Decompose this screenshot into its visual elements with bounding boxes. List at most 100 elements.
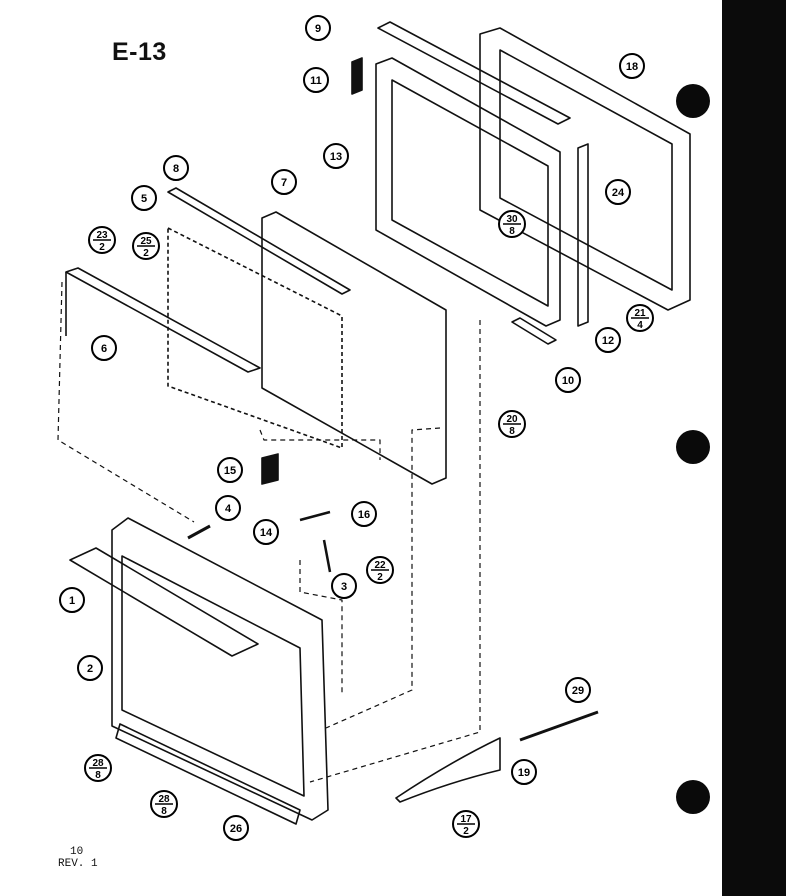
callout-8-label: 8 [173, 163, 179, 175]
callout-24-circle [605, 179, 631, 205]
callout-23-2: 232 [88, 226, 116, 254]
callout-8: 8 [163, 155, 189, 181]
callout-1-label: 1 [69, 595, 75, 607]
callout-28-8-center-bottom: 8 [161, 806, 167, 817]
callout-9-label: 9 [315, 23, 321, 35]
callout-2-circle [77, 655, 103, 681]
part-26-bottom-strip [115, 723, 301, 825]
callout-14-circle [253, 519, 279, 545]
part-5-glass-panel [167, 227, 343, 449]
part-24-side-bracket [577, 143, 589, 327]
callout-12: 12 [595, 327, 621, 353]
callout-6-label: 6 [101, 343, 107, 355]
part-14-pin [299, 510, 331, 522]
callout-26: 26 [223, 815, 249, 841]
part-29-spring [519, 710, 599, 742]
callout-10: 10 [555, 367, 581, 393]
callout-28-8-left: 288 [84, 754, 112, 782]
callout-16-circle [351, 501, 377, 527]
callout-19: 19 [511, 759, 537, 785]
callout-28-8-center: 288 [150, 790, 178, 818]
callout-28-8-left-top: 28 [92, 758, 104, 769]
callout-25-2: 252 [132, 232, 160, 260]
callout-23-2-bottom: 2 [99, 242, 105, 253]
callout-7-label: 7 [281, 177, 287, 189]
part-15-hinge-block [261, 453, 279, 485]
part-7-inner-frame [261, 211, 447, 485]
part-3-rod [322, 539, 332, 573]
callout-6-circle [91, 335, 117, 361]
callout-28-8-center-top: 28 [158, 794, 170, 805]
callout-22-2-bottom: 2 [377, 572, 383, 583]
callout-11: 11 [303, 67, 329, 93]
part-9-top-strip [377, 21, 571, 125]
part-13-glass-frame [375, 57, 561, 327]
callout-13-circle [323, 143, 349, 169]
callout-13-label: 13 [330, 151, 342, 163]
callout-30-8: 308 [498, 210, 526, 238]
page-number: 10 [70, 846, 84, 858]
callout-2: 2 [77, 655, 103, 681]
callout-3-label: 3 [341, 581, 347, 593]
callout-26-circle [223, 815, 249, 841]
callout-5: 5 [131, 185, 157, 211]
callout-9: 9 [305, 15, 331, 41]
callout-21-4: 214 [626, 304, 654, 332]
part-18-outer-frame [479, 27, 691, 311]
part-2-door-panel [111, 517, 329, 821]
page-id: E-13 [112, 38, 167, 66]
callout-20-8: 208 [498, 410, 526, 438]
callout-24: 24 [605, 179, 631, 205]
callout-21-4-bottom: 4 [637, 320, 643, 331]
callout-2-label: 2 [87, 663, 93, 675]
callout-4-label: 4 [225, 503, 232, 515]
callout-15-label: 15 [224, 465, 236, 477]
callout-14-label: 14 [260, 527, 273, 539]
punch-hole-bottom [676, 780, 710, 814]
callout-4: 4 [215, 495, 241, 521]
callout-14: 14 [253, 519, 279, 545]
callout-5-circle [131, 185, 157, 211]
callout-18: 18 [619, 53, 645, 79]
punch-hole-middle [676, 430, 710, 464]
callout-8-circle [163, 155, 189, 181]
callout-30-8-bottom: 8 [509, 226, 515, 237]
callout-4-circle [215, 495, 241, 521]
callout-10-circle [555, 367, 581, 393]
revision-label: REV. 1 [58, 858, 98, 870]
part-4-spring [187, 524, 211, 540]
callout-13: 13 [323, 143, 349, 169]
callout-9-circle [305, 15, 331, 41]
callout-20-8-bottom: 8 [509, 426, 515, 437]
callout-29-label: 29 [572, 685, 584, 697]
callout-7-circle [271, 169, 297, 195]
callout-17-2-top: 17 [460, 814, 472, 825]
callout-12-label: 12 [602, 335, 614, 347]
punch-hole-top [676, 84, 710, 118]
callout-7: 7 [271, 169, 297, 195]
callout-6: 6 [91, 335, 117, 361]
callout-16-label: 16 [358, 509, 370, 521]
callout-5-label: 5 [141, 193, 147, 205]
part-11-clip [351, 57, 363, 95]
callout-17-2: 172 [452, 810, 480, 838]
callout-18-label: 18 [626, 61, 638, 73]
callout-11-circle [303, 67, 329, 93]
callout-12-circle [595, 327, 621, 353]
callout-25-2-top: 25 [140, 236, 152, 247]
callout-15: 15 [217, 457, 243, 483]
callout-20-8-top: 20 [506, 414, 518, 425]
callout-24-label: 24 [612, 187, 625, 199]
callout-10-label: 10 [562, 375, 574, 387]
callout-25-2-bottom: 2 [143, 248, 149, 259]
callout-29: 29 [565, 677, 591, 703]
callout-22-2: 222 [366, 556, 394, 584]
binder-edge-bar [722, 0, 786, 896]
callout-1: 1 [59, 587, 85, 613]
callout-30-8-top: 30 [506, 214, 518, 225]
part-10-strip [511, 317, 557, 345]
